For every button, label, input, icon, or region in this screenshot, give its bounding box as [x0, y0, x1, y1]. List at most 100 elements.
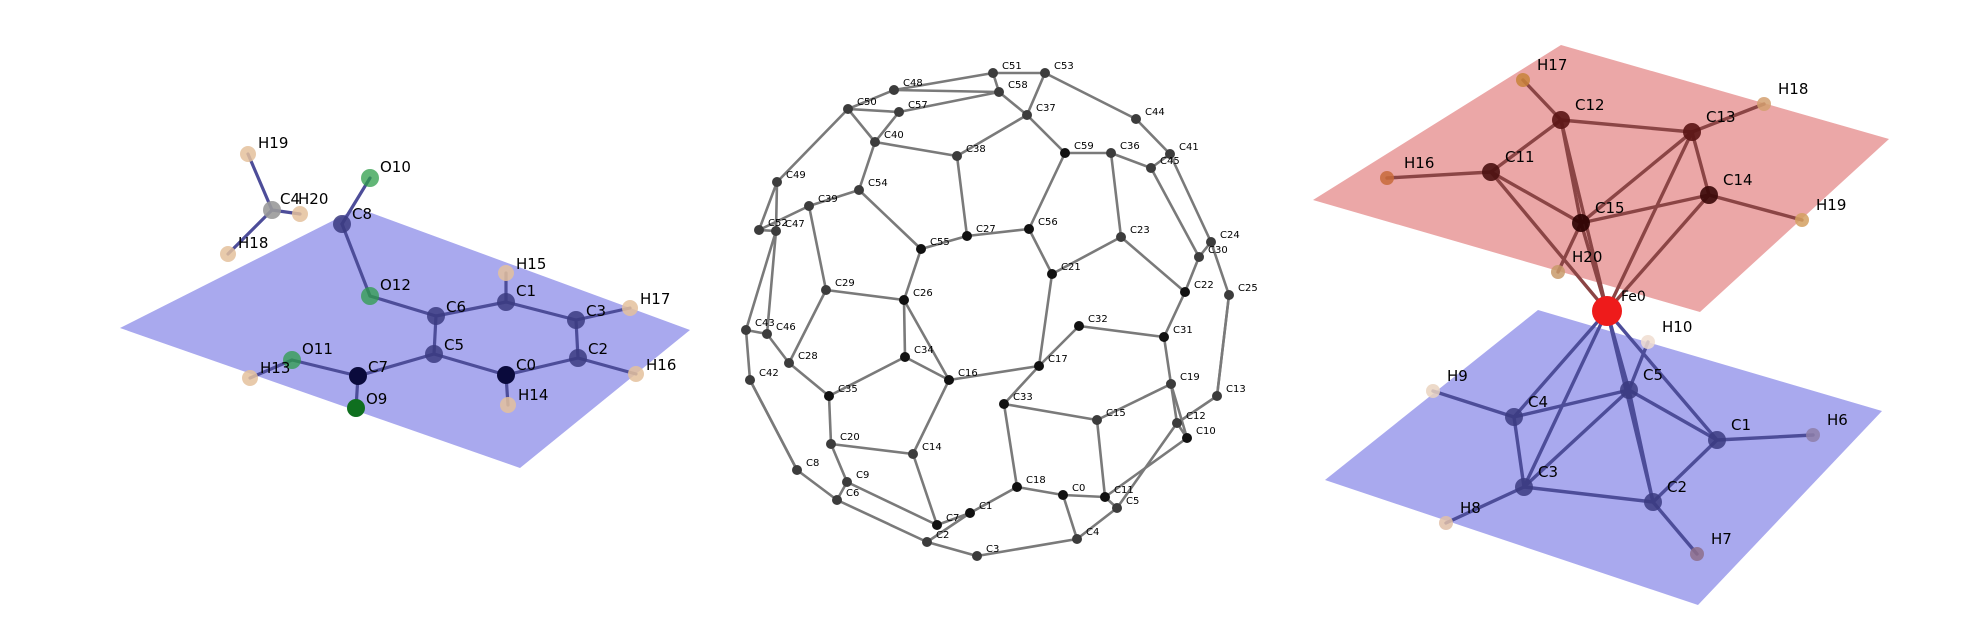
atom-c21: [1047, 269, 1057, 279]
bond: [1050, 235, 1123, 276]
atom-c11: [1100, 492, 1110, 502]
atom-c33: [999, 399, 1009, 409]
molecular-plane: [120, 208, 690, 468]
atom-c58: [994, 87, 1004, 97]
atom-label-c4: C4: [1528, 393, 1548, 411]
bond: [775, 107, 850, 184]
atom-label-c6: C6: [446, 298, 466, 316]
bond: [356, 352, 436, 378]
bond: [765, 229, 778, 336]
atom-label-c42: C42: [759, 368, 779, 379]
atom-c36: [1106, 148, 1116, 158]
atom-label-h10: H10: [1662, 318, 1692, 336]
bond: [873, 110, 901, 144]
atom-label-c18: C18: [1026, 475, 1046, 486]
atom-c40: [870, 137, 880, 147]
atom-c3: [567, 311, 585, 329]
bond: [873, 140, 959, 158]
atom-c57: [894, 107, 904, 117]
bond: [757, 180, 779, 232]
atom-c0: [497, 366, 515, 384]
atom-c1: [497, 293, 515, 311]
atom-label-c25: C25: [1238, 283, 1258, 294]
atom-o9: [347, 399, 365, 417]
atom-label-h19: H19: [1816, 196, 1846, 214]
atom-label-c20: C20: [840, 432, 860, 443]
atom-label-c48: C48: [903, 78, 923, 89]
atom-label-c50: C50: [857, 97, 877, 108]
atom-label-c11: C11: [1114, 485, 1134, 496]
bond: [432, 352, 508, 377]
atom-label-c13: C13: [1226, 384, 1246, 395]
bond: [897, 90, 1001, 114]
bond: [1002, 364, 1041, 406]
bond: [757, 204, 811, 232]
atom-c12: [1172, 418, 1182, 428]
atom-label-c4: C4: [280, 190, 300, 208]
atom-c1: [1708, 431, 1726, 449]
bond: [1025, 71, 1047, 117]
atom-h14: [500, 397, 516, 413]
atom-label-c4: C4: [1086, 527, 1099, 538]
bond: [1521, 78, 1563, 122]
bond: [968, 485, 1019, 515]
bond: [807, 188, 861, 208]
bond: [1027, 151, 1067, 231]
atom-label-c36: C36: [1120, 141, 1140, 152]
atom-c11: [1482, 163, 1500, 181]
bond: [1512, 415, 1526, 489]
atom-label-c52: C52: [768, 218, 788, 229]
atom-c17: [1034, 361, 1044, 371]
atom-label-c58: C58: [1008, 80, 1028, 91]
atom-o11: [283, 351, 301, 369]
atom-label-c12: C12: [1186, 411, 1206, 422]
atom-h20: [1551, 265, 1565, 279]
bond: [807, 204, 828, 292]
atom-c48: [889, 85, 899, 95]
bond: [434, 300, 508, 318]
atom-label-c1: C1: [516, 282, 536, 300]
atom-c30: [1194, 252, 1204, 262]
bond: [1027, 227, 1054, 276]
bond: [368, 294, 438, 318]
bond: [1037, 324, 1081, 368]
bond: [744, 328, 752, 382]
bond: [576, 356, 638, 376]
atom-label-c33: C33: [1013, 392, 1033, 403]
bond: [1115, 421, 1179, 510]
atom-label-h17: H17: [640, 290, 670, 308]
atom-c2: [569, 349, 587, 367]
bond: [787, 361, 831, 398]
bond: [857, 140, 877, 192]
atom-label-h20: H20: [1572, 248, 1602, 266]
atom-c29: [821, 285, 831, 295]
atom-c8: [333, 215, 351, 233]
atom-c7: [932, 520, 942, 530]
bond: [1715, 433, 1815, 442]
atom-c14: [908, 449, 918, 459]
bond: [1095, 382, 1173, 422]
atom-c56: [1024, 224, 1034, 234]
atom-c24: [1206, 237, 1216, 247]
atom-label-c28: C28: [798, 351, 818, 362]
bond: [902, 247, 923, 302]
bond: [1579, 193, 1711, 225]
atom-label-c8: C8: [352, 205, 372, 223]
atom-label-h6: H6: [1827, 411, 1848, 429]
atom-label-c7: C7: [368, 358, 388, 376]
fullerene-panel: C0C1C2C3C4C5C6C7C8C9C10C11C12C13C14C15C1…: [741, 61, 1258, 561]
atom-label-c27: C27: [976, 224, 996, 235]
lower-plane: [1325, 310, 1882, 605]
bond: [1385, 170, 1493, 180]
atom-label-c29: C29: [835, 278, 855, 289]
atom-h7: [1690, 547, 1704, 561]
atom-c23: [1116, 232, 1126, 242]
atom-c6: [427, 307, 445, 325]
bond: [1489, 170, 1609, 313]
bond: [1215, 293, 1231, 398]
atom-c20: [826, 439, 836, 449]
bond: [1522, 309, 1609, 489]
atom-c10: [1182, 433, 1192, 443]
atom-label-c46: C46: [776, 322, 796, 333]
